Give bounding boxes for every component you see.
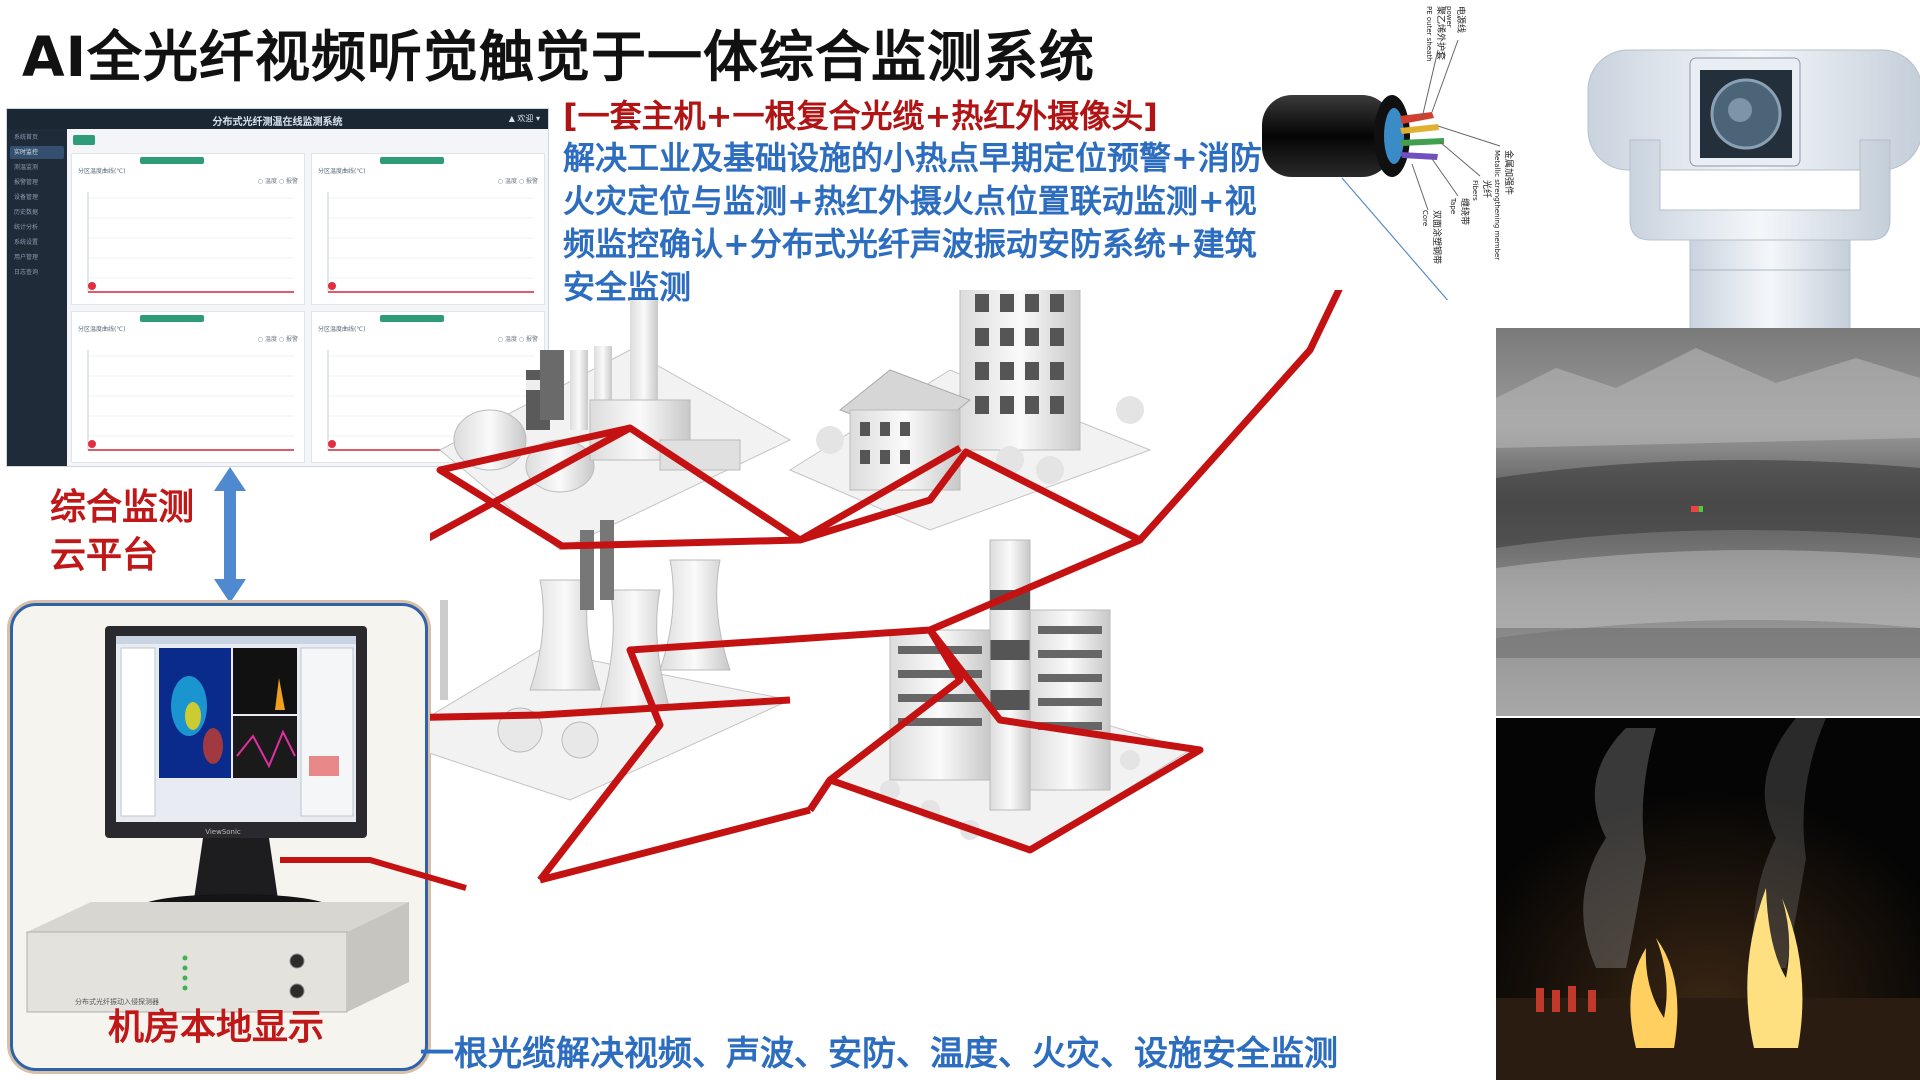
cable-label: Core [1421,210,1429,226]
panel-tag [140,157,204,164]
sidebar-item[interactable]: 设备管理 [14,194,39,201]
monitor-brand: ViewSonic [205,828,241,836]
power-button [289,953,305,969]
dashboard-title: 分布式光纤测温在线监测系统 [212,117,343,128]
local-display-caption: 机房本地显示 [108,1007,325,1048]
reset-button [289,983,305,999]
panel-label: 分区温度曲线(℃) [318,168,366,175]
sidebar-item[interactable]: 系统设置 [14,239,39,246]
power-plant-top-left [439,300,792,551]
sidebar-item[interactable]: 实时监控 [10,146,64,159]
dashboard-user-menu[interactable]: ▲ 欢迎 ▾ [508,114,540,123]
temperature-chart [87,350,294,451]
cable-label: 金属加强件 [1503,150,1515,195]
panel-label: 分区温度曲线(℃) [78,168,126,175]
thermal-infrared-image [1496,328,1920,716]
sidebar-item[interactable]: 历史数据 [14,209,39,216]
feature-promo: [一套主机+一根复合光缆+热红外摄像头] 解决工业及基础设施的小热点早期定位预警… [563,95,1283,309]
cable-label: 电源线 [1455,6,1467,33]
panel-label: 分区温度曲线(℃) [78,326,126,333]
monitoring-dashboard-screenshot: 分布式光纤测温在线监测系统 ▲ 欢迎 ▾ 系统首页 实时监控 测温监测 报警管理… [6,108,549,467]
panel-legend: ○ 温度 ○ 报警 [257,336,298,343]
sidebar-item[interactable]: 系统首页 [14,134,39,141]
composite-cable-diagram: 电源线 power 聚乙烯外护套 PE outer sheath 金属加强件 M… [1262,6,1515,300]
sidebar-item[interactable]: 测温监测 [14,164,39,171]
sidebar-item[interactable]: 用户管理 [14,254,39,261]
night-fire-image [1496,718,1920,1080]
chart-panel: 分区温度曲线(℃) ○ 温度 ○ 报警 [71,153,305,305]
industrial-towers-bottom-right [828,539,1192,851]
panel-legend: ○ 温度 ○ 报警 [497,178,538,185]
temperature-chart [327,192,534,293]
flame [1747,888,1803,1048]
host-connection-line [280,857,467,891]
host-label: 分布式光纤振动入侵探测器 [75,997,159,1006]
flame [1630,938,1678,1048]
sidebar-item[interactable]: 日志查询 [14,269,39,276]
thermal-ptz-camera [1587,49,1920,330]
dashboard-header: 分布式光纤测温在线监测系统 ▲ 欢迎 ▾ [7,109,548,129]
cable-sheath [1262,95,1392,177]
host-unit [26,931,348,1013]
panel-label: 分区温度曲线(℃) [318,326,366,333]
panel-tag [380,315,444,322]
cloud-platform-label: 综合监测 云平台 [50,487,195,576]
bottom-caption: 一根光缆解决视频、声波、安防、温度、火灾、设施安全监测 [420,1034,1338,1074]
industrial-facilities-illustration [430,290,1343,884]
residential-buildings-top-right [788,290,1152,531]
dashboard-sidebar: 系统首页 实时监控 测温监测 报警管理 设备管理 历史数据 统计分析 系统设置 … [7,129,67,466]
cable-label: power [1445,6,1453,28]
cooling-towers-bottom-left [430,520,792,801]
panel-tag [140,315,204,322]
cable-label: PE outer sheath [1425,6,1433,62]
fiber-route-line [430,290,1343,884]
cable-label: 聚乙烯外护套 [1435,6,1447,60]
temperature-chart [87,192,294,293]
chart-panel: 分区温度曲线(℃) ○ 温度 ○ 报警 [311,153,545,305]
local-display-frame: ViewSonic 分布式光纤振动入侵探测器 [10,603,428,1071]
hot-spot-marker [1691,506,1699,512]
cable-label: 缠绕带 [1459,198,1471,225]
local-host-illustration: ViewSonic 分布式光纤振动入侵探测器 [26,626,409,1013]
chart-panel: 分区温度曲线(℃) ○ 温度 ○ 报警 [71,311,305,463]
cable-label: 双面涂塑钢带 [1431,210,1443,264]
sidebar-item[interactable]: 统计分析 [14,224,39,231]
refresh-button[interactable] [73,135,95,145]
promo-headline: [一套主机+一根复合光缆+热红外摄像头] [563,97,1158,135]
cable-label: Metallic strengthening member [1493,150,1501,260]
sidebar-item[interactable]: 报警管理 [14,179,39,186]
video-preview [233,648,297,714]
panel-tag [380,157,444,164]
cable-label: 光纤 [1481,180,1493,198]
cable-label: Tape [1449,197,1457,214]
double-arrow-icon [214,467,246,603]
panel-legend: ○ 温度 ○ 报警 [257,178,298,185]
cable-label: Fibers [1471,180,1479,201]
promo-body: 解决工业及基础设施的小热点早期定位预警+消防火灾定位与监测+热红外摄火点位置联动… [563,139,1262,306]
panel-legend: ○ 温度 ○ 报警 [497,336,538,343]
page-title: AI全光纤视频听觉触觉于一体综合监测系统 [22,25,1096,89]
